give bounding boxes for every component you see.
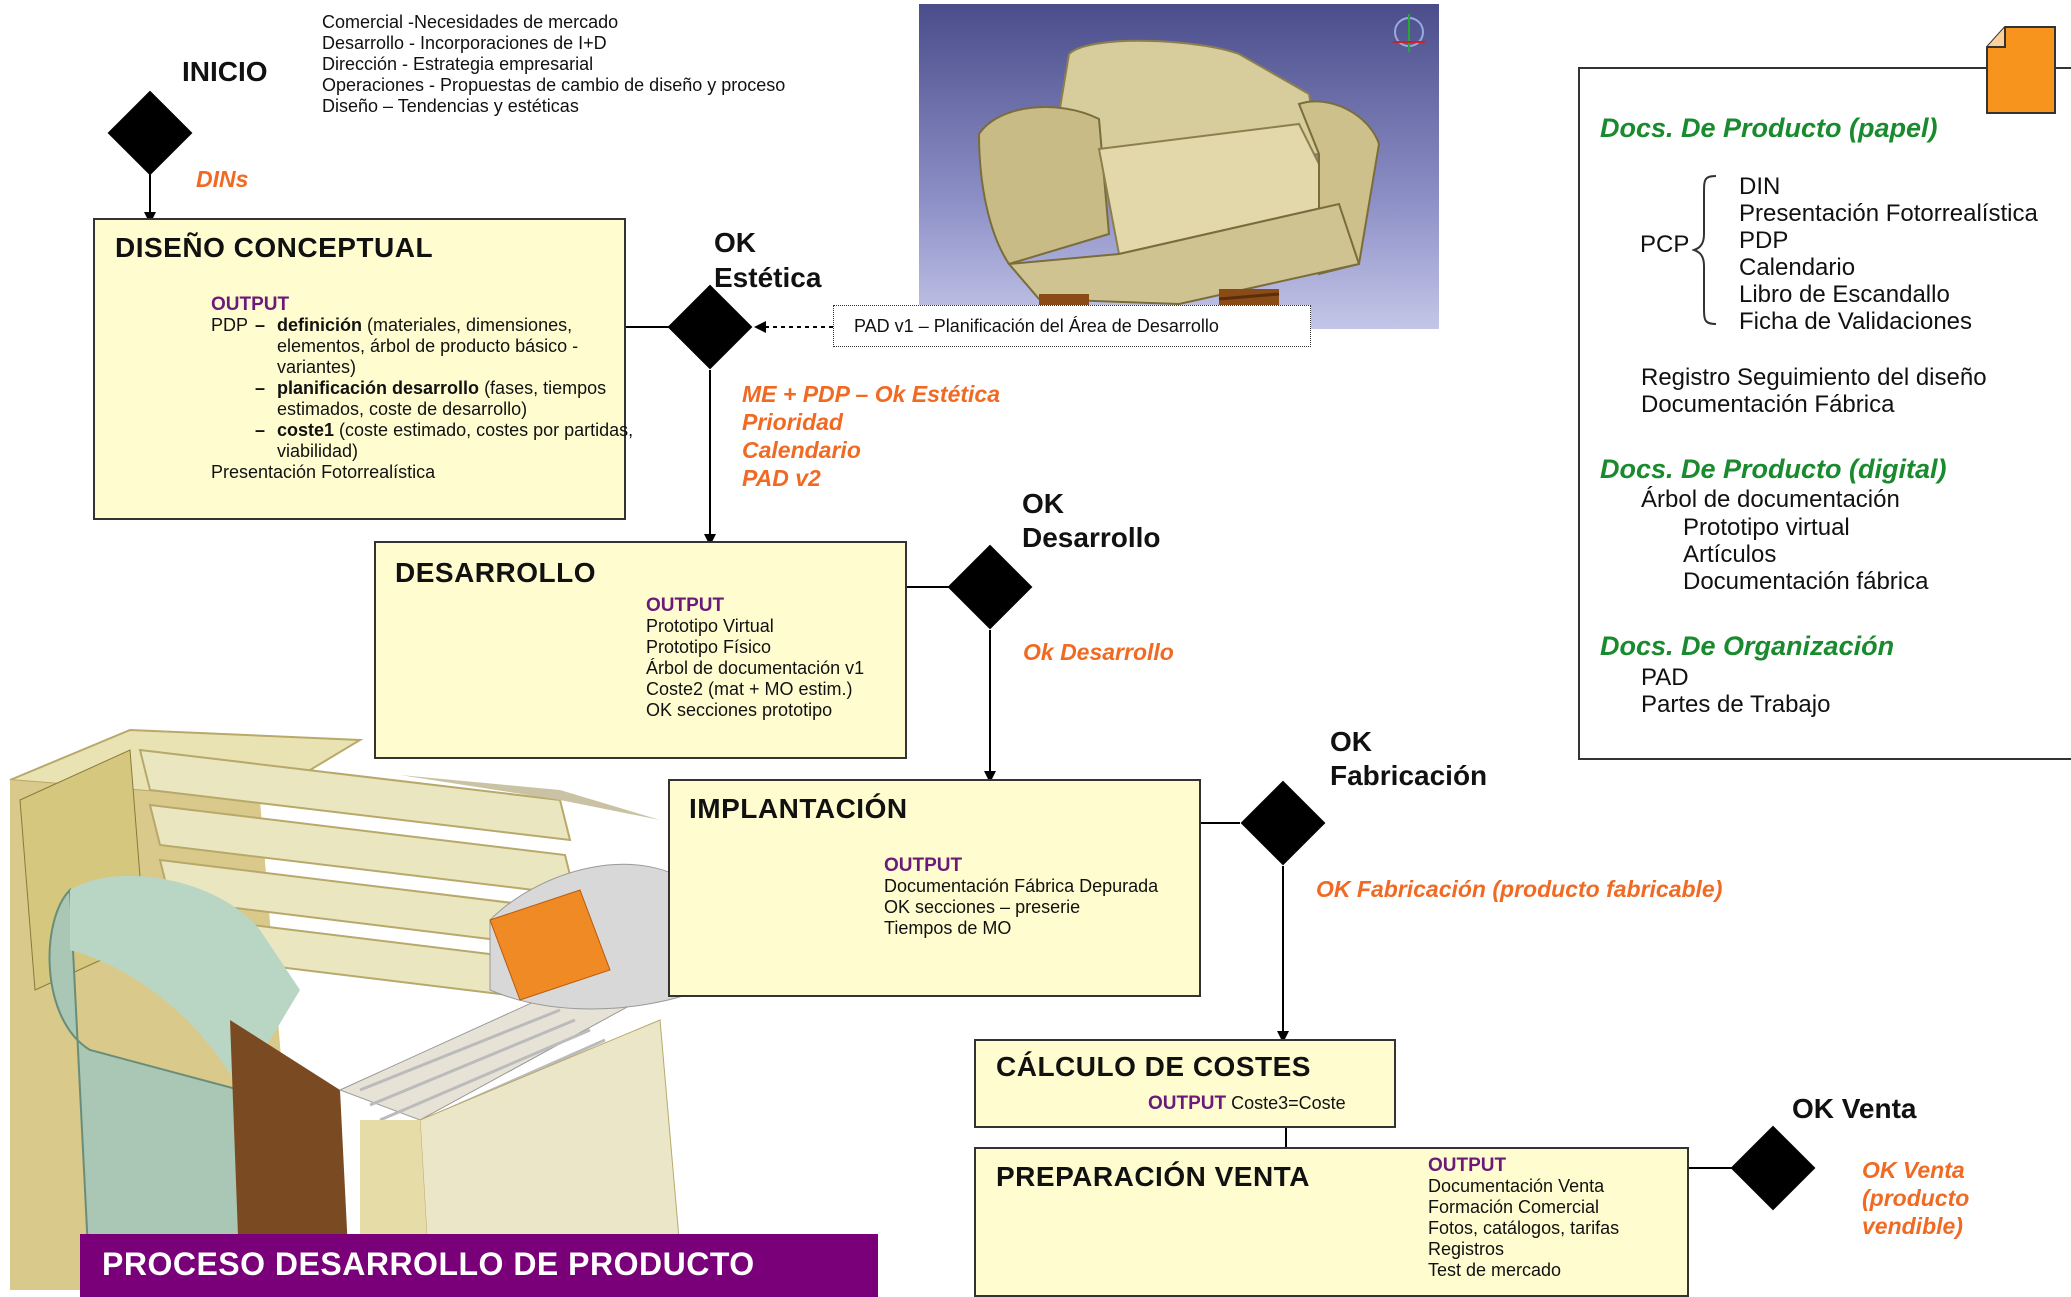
ok-fabricacion-label-2: Fabricación xyxy=(1330,760,1488,791)
output-label: OUTPUT xyxy=(646,595,725,616)
output-item: Fotos, catálogos, tarifas xyxy=(1428,1218,1620,1238)
input-item: Comercial -Necesidades de mercado xyxy=(322,12,619,32)
output-item: OK secciones prototipo xyxy=(646,700,833,720)
result-line: ME + PDP – Ok Estética xyxy=(742,381,1001,407)
diseno-conceptual-title: DISEÑO CONCEPTUAL xyxy=(115,232,434,263)
result-line: PAD v2 xyxy=(742,465,821,491)
output-item: Árbol de documentación v1 xyxy=(646,658,865,678)
banner-title: PROCESO DESARROLLO DE PRODUCTO xyxy=(102,1246,755,1282)
output-label: OUTPUT xyxy=(1148,1093,1227,1114)
papel-extra-list: Registro Seguimiento del diseño Document… xyxy=(1641,364,1987,418)
output-item: Documentación Venta xyxy=(1428,1176,1605,1196)
output-label: OUTPUT xyxy=(884,855,963,876)
implantacion-box: IMPLANTACIÓN OUTPUT Documentación Fábric… xyxy=(668,779,1201,997)
pcp-brace-icon xyxy=(1692,175,1717,325)
calculo-costes-box: CÁLCULO DE COSTES OUTPUT Coste3=Coste xyxy=(974,1039,1396,1128)
pcp-list: DIN Presentación Fotorrealística PDP Cal… xyxy=(1739,173,2038,335)
ok-fabricacion-label-1: OK xyxy=(1330,726,1372,757)
digital-list: Prototipo virtual Artículos Documentació… xyxy=(1683,514,1928,595)
pdp-item-rest: (materiales, dimensiones, elementos, árb… xyxy=(277,315,579,377)
ok-estetica-results: ME + PDP – Ok Estética Prioridad Calenda… xyxy=(742,380,1000,492)
ok-estetica-label-2: Estética xyxy=(714,262,822,293)
output-label: OUTPUT xyxy=(211,294,290,315)
pcp-item: DIN xyxy=(1739,173,1781,200)
output-item: OK secciones – preserie xyxy=(884,897,1081,917)
output-item: Prototipo Virtual xyxy=(646,616,774,636)
docs-digital-title: Docs. De Producto (digital) xyxy=(1600,454,1947,484)
output-item: Tiempos de MO xyxy=(884,918,1012,938)
pad-v1-note: PAD v1 – Planificación del Área de Desar… xyxy=(833,305,1311,347)
pcp-item: Calendario xyxy=(1739,254,1856,281)
ok-venta-label: OK Venta xyxy=(1792,1093,1917,1124)
title-banner: PROCESO DESARROLLO DE PRODUCTO xyxy=(80,1234,878,1297)
ok-fabricacion-result: OK Fabricación (producto fabricable) xyxy=(1316,876,1723,902)
input-item: Operaciones - Propuestas de cambio de di… xyxy=(322,75,786,95)
digital-item: Artículos xyxy=(1683,541,1777,568)
output-label: OUTPUT xyxy=(1428,1155,1507,1176)
diseno-output: OUTPUT PDP –definición (materiales, dime… xyxy=(211,294,641,483)
output-item: Documentación Fábrica Depurada xyxy=(884,876,1159,896)
diseno-conceptual-box: DISEÑO CONCEPTUAL OUTPUT PDP –definición… xyxy=(93,218,633,520)
ok-desarrollo-label-2: Desarrollo xyxy=(1022,522,1161,553)
papel-extra-item: Registro Seguimiento del diseño xyxy=(1641,364,1987,391)
pcp-item: Libro de Escandallo xyxy=(1739,281,1950,308)
pdp-item-bold: coste1 xyxy=(277,420,335,440)
input-item: Diseño – Tendencias y estéticas xyxy=(322,96,579,116)
dins-label: DINs xyxy=(196,166,249,192)
calculo-costes-title: CÁLCULO DE COSTES xyxy=(996,1051,1311,1082)
output-item: Prototipo Físico xyxy=(646,637,772,657)
ok-desarrollo-result: Ok Desarrollo xyxy=(1023,639,1174,665)
docs-papel-title: Docs. De Producto (papel) xyxy=(1600,113,1938,143)
digital-item: Documentación fábrica xyxy=(1683,568,1929,595)
implantacion-output: OUTPUT Documentación Fábrica Depurada OK… xyxy=(884,855,1158,939)
ok-desarrollo-label-1: OK xyxy=(1022,488,1064,519)
pcp-item: Presentación Fotorrealística xyxy=(1739,200,2038,227)
result-line: Calendario xyxy=(742,437,861,463)
pdp-item-bold: planificación desarrollo xyxy=(277,378,480,398)
desarrollo-title: DESARROLLO xyxy=(395,557,596,588)
inicio-inputs-list: Comercial -Necesidades de mercado Desarr… xyxy=(322,12,785,117)
implantacion-title: IMPLANTACIÓN xyxy=(689,793,908,824)
pdp-item-rest: (fases, tiempos estimados, coste de desa… xyxy=(277,378,607,419)
result-line: OK Venta xyxy=(1862,1157,1965,1183)
result-line: Prioridad xyxy=(742,409,843,435)
pcp-item: Ficha de Validaciones xyxy=(1739,308,1973,335)
desarrollo-output: OUTPUT Prototipo Virtual Prototipo Físic… xyxy=(646,595,864,721)
costes-output-value: Coste3=Coste xyxy=(1231,1093,1346,1113)
result-line: vendible) xyxy=(1862,1213,1963,1239)
org-item: Partes de Trabajo xyxy=(1641,691,1831,718)
pcp-label: PCP xyxy=(1640,231,1690,258)
costes-output: OUTPUT Coste3=Coste xyxy=(1148,1093,1346,1114)
desarrollo-box: DESARROLLO OUTPUT Prototipo Virtual Prot… xyxy=(374,541,907,759)
preparacion-venta-title: PREPARACIÓN VENTA xyxy=(996,1161,1310,1192)
preparacion-venta-box: PREPARACIÓN VENTA OUTPUT Documentación V… xyxy=(974,1147,1689,1297)
pcp-item: PDP xyxy=(1739,227,1789,254)
output-item: Formación Comercial xyxy=(1428,1197,1600,1217)
pdp-item-rest: (coste estimado, costes por partidas, vi… xyxy=(277,420,634,461)
org-item: PAD xyxy=(1641,664,1689,691)
output-item: Coste2 (mat + MO estim.) xyxy=(646,679,853,699)
output-item: Registros xyxy=(1428,1239,1505,1259)
sofa-render xyxy=(919,4,1439,329)
org-list: PAD Partes de Trabajo xyxy=(1641,664,1830,718)
document-icon xyxy=(1986,26,2056,114)
docs-panel: Docs. De Producto (papel) PCP DIN Presen… xyxy=(1578,67,2071,760)
digital-root: Árbol de documentación xyxy=(1641,486,1900,513)
venta-output: OUTPUT Documentación Venta Formación Com… xyxy=(1428,1155,1619,1281)
docs-org-title: Docs. De Organización xyxy=(1600,631,1895,661)
digital-item: Prototipo virtual xyxy=(1683,514,1850,541)
input-item: Desarrollo - Incorporaciones de I+D xyxy=(322,33,607,53)
pdp-label: PDP xyxy=(211,315,249,335)
result-line: (producto xyxy=(1862,1185,1970,1211)
ok-estetica-label-1: OK xyxy=(714,227,756,258)
pdp-item-bold: definición xyxy=(277,315,362,335)
inicio-label: INICIO xyxy=(182,56,268,87)
diseno-extra: Presentación Fotorrealística xyxy=(211,462,436,482)
papel-extra-item: Documentación Fábrica xyxy=(1641,391,1895,418)
ok-venta-result: OK Venta (producto vendible) xyxy=(1862,1156,1969,1240)
input-item: Dirección - Estrategia empresarial xyxy=(322,54,594,74)
sofa-cutaway-render xyxy=(0,728,1000,1297)
output-item: Test de mercado xyxy=(1428,1260,1562,1280)
